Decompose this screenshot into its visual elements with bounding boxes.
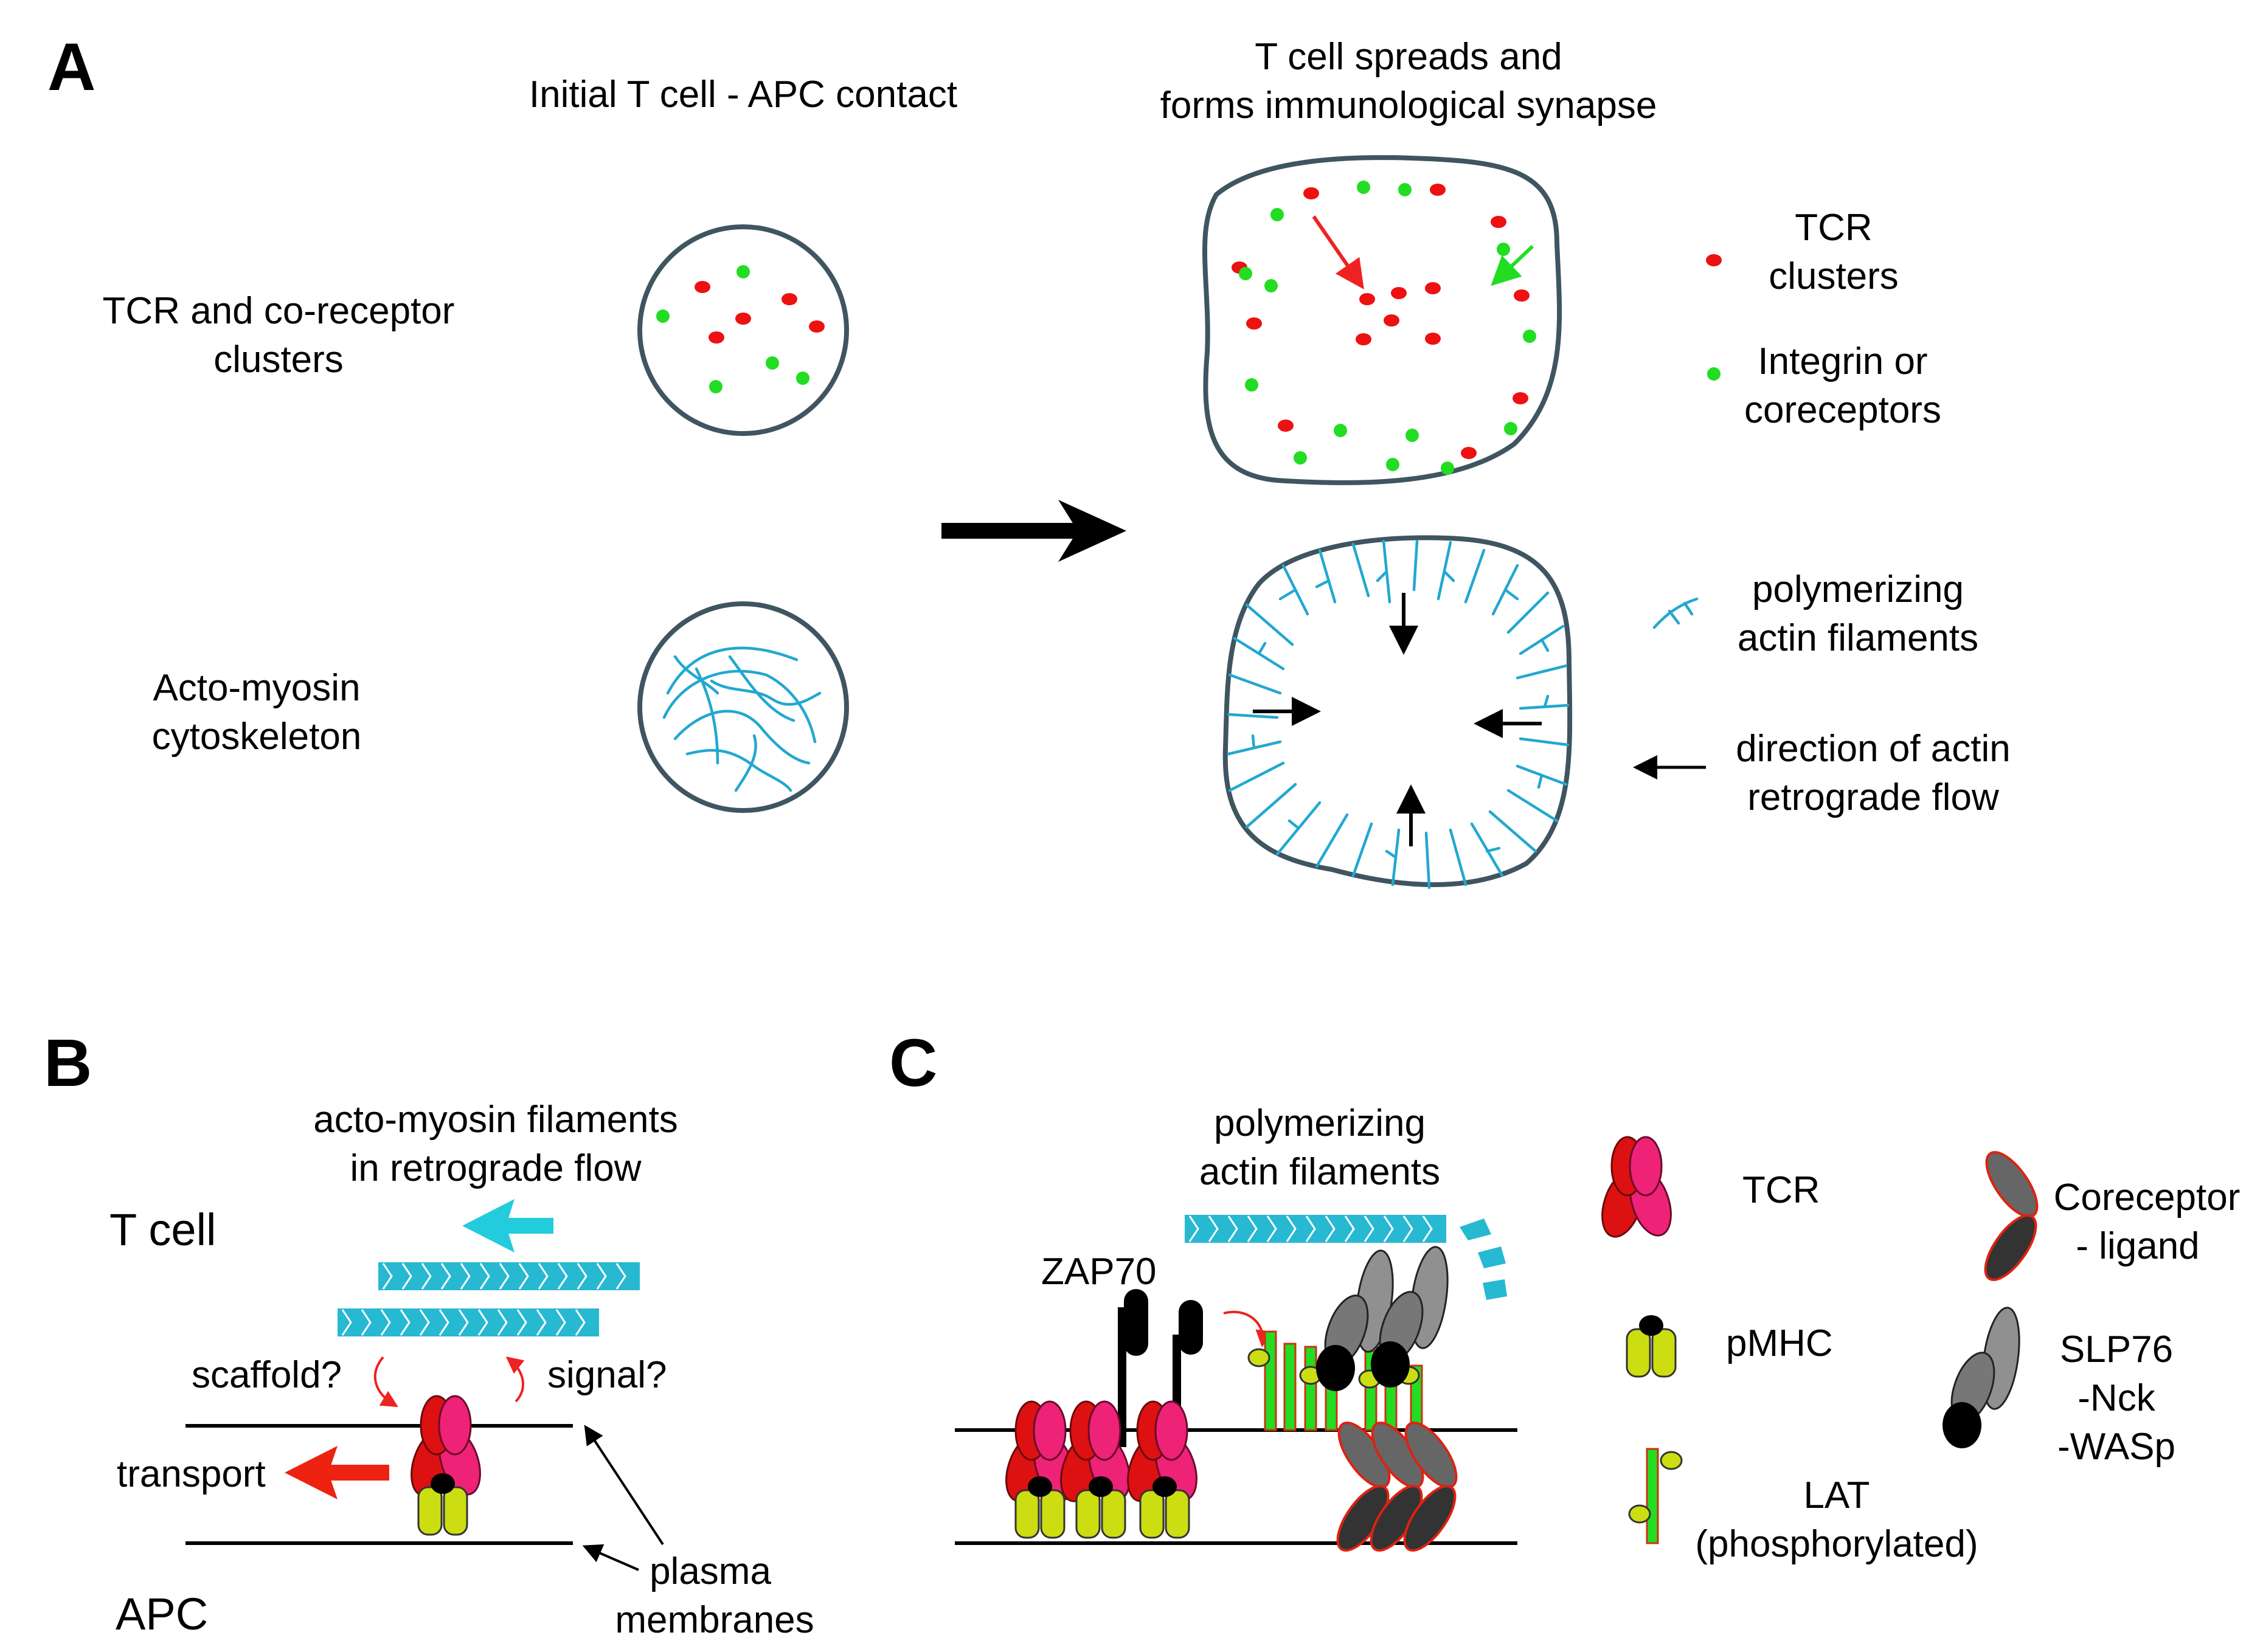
- row-label-tcr-line1: TCR and co-receptor: [103, 290, 455, 332]
- c-actin-filament: [1185, 1215, 1446, 1243]
- initial-cell-receptors: [637, 224, 849, 436]
- legend-tcr-line1: TCR: [1795, 207, 1872, 249]
- legend-c-slp76-line3: -WASp: [2057, 1426, 2175, 1468]
- legend-integrin-line1: Integrin or: [1758, 340, 1927, 382]
- b-plasma-line2: membranes: [615, 1599, 814, 1641]
- legend-c-slp76-line2: -Nck: [2078, 1377, 2155, 1419]
- b-plasma-line1: plasma: [650, 1550, 771, 1592]
- c-zap70-label: ZAP70: [1041, 1251, 1157, 1293]
- synapse-cell-actin: [1222, 535, 1573, 887]
- c-filaments-line2: actin filaments: [1199, 1151, 1440, 1193]
- b-acto-myosin-filament-1: [378, 1262, 640, 1290]
- legend-tcr-dot: [1706, 254, 1722, 266]
- panel-letter-c: C: [889, 1026, 937, 1101]
- c-filaments-line1: polymerizing: [1214, 1102, 1426, 1144]
- column-title-initial-contact: Initial T cell - APC contact: [529, 74, 957, 116]
- b-transport-label: transport: [117, 1453, 266, 1495]
- legend-integrin-dot: [1707, 367, 1721, 381]
- b-transport-arrow: [285, 1446, 389, 1499]
- retrograde-flow-arrows: [1253, 593, 1542, 846]
- row-label-acto-line1: Acto-myosin: [153, 667, 360, 709]
- b-apc-label: APC: [116, 1589, 208, 1639]
- legend-c-lat-line1: LAT: [1803, 1474, 1870, 1516]
- synapse-receptor-dots: [1232, 181, 1536, 475]
- panel-a: A Initial T cell - APC contact T cell sp…: [47, 30, 2011, 890]
- legend-actin-glyph: [1652, 597, 1699, 629]
- b-plasma-pointer-lower: [582, 1544, 639, 1571]
- initial-receptor-dots: [656, 265, 825, 393]
- initial-cytoskeleton-network: [662, 646, 822, 792]
- legend-actin-line1: polymerizing: [1752, 569, 1964, 610]
- legend-c-coreceptor-line2: - ligand: [2076, 1225, 2199, 1267]
- b-filaments-line1: acto-myosin filaments: [313, 1099, 678, 1141]
- column-title-synapse-line1: T cell spreads and: [1255, 36, 1562, 78]
- b-filaments-line2: in retrograde flow: [350, 1147, 641, 1189]
- panel-letter-a: A: [47, 30, 95, 105]
- c-actin-growing-end: [1460, 1218, 1507, 1300]
- legend-integrin-line2: coreceptors: [1744, 389, 1941, 431]
- legend-c-coreceptor-line1: Coreceptor: [2054, 1177, 2240, 1218]
- panel-letter-b: B: [44, 1026, 92, 1101]
- tcr-centripetal-arrow: [1312, 215, 1364, 289]
- b-signal-arrow: [505, 1357, 525, 1403]
- legend-c-lat-icon: [1628, 1448, 1683, 1544]
- synapse-cell-receptors: [1202, 155, 1562, 485]
- c-zap70-molecule-1: [1118, 1289, 1148, 1447]
- legend-c-coreceptor-icon: [1975, 1143, 2048, 1289]
- row-label-acto-line2: cytoskeleton: [152, 716, 362, 758]
- legend-actin-line2: actin filaments: [1738, 617, 1978, 659]
- b-signal-label: signal?: [547, 1354, 667, 1396]
- synapse-actin-filaments: [1227, 539, 1570, 890]
- legend-c-tcr-label: TCR: [1742, 1169, 1820, 1211]
- c-phosphorylation-arrow: [1223, 1310, 1273, 1347]
- legend-tcr-line2: clusters: [1769, 255, 1899, 297]
- b-t-cell-label: T cell: [109, 1204, 216, 1255]
- row-label-tcr-line2: clusters: [213, 339, 344, 381]
- legend-c-pmhc-label: pMHC: [1726, 1322, 1833, 1364]
- legend-flow-line2: retrograde flow: [1747, 776, 1999, 818]
- b-plasma-pointer-upper: [584, 1425, 664, 1546]
- legend-flow-line1: direction of actin: [1736, 728, 2010, 770]
- b-acto-myosin-filament-2: [338, 1308, 599, 1336]
- legend-c-tcr-icon: [1593, 1136, 1680, 1243]
- integrin-centripetal-arrow: [1491, 244, 1534, 286]
- legend-c-pmhc-icon: [1626, 1314, 1677, 1378]
- b-scaffold-arrow: [373, 1356, 398, 1408]
- legend-c-slp76-icon: [1941, 1304, 2026, 1450]
- b-scaffold-label: scaffold?: [192, 1354, 342, 1396]
- panel-b: B acto-myosin filaments in retrograde fl…: [44, 1026, 814, 1641]
- progression-arrow: [941, 500, 1126, 562]
- legend-c-slp76-line1: SLP76: [2060, 1329, 2173, 1370]
- column-title-synapse-line2: forms immunological synapse: [1160, 85, 1657, 126]
- legend-c-lat-line2: (phosphorylated): [1695, 1523, 1978, 1565]
- b-myosin-flow-arrow: [462, 1199, 553, 1253]
- panel-c: C polymerizing actin filaments ZAP70: [889, 1026, 2240, 1565]
- c-coreceptor-3: [1394, 1414, 1467, 1560]
